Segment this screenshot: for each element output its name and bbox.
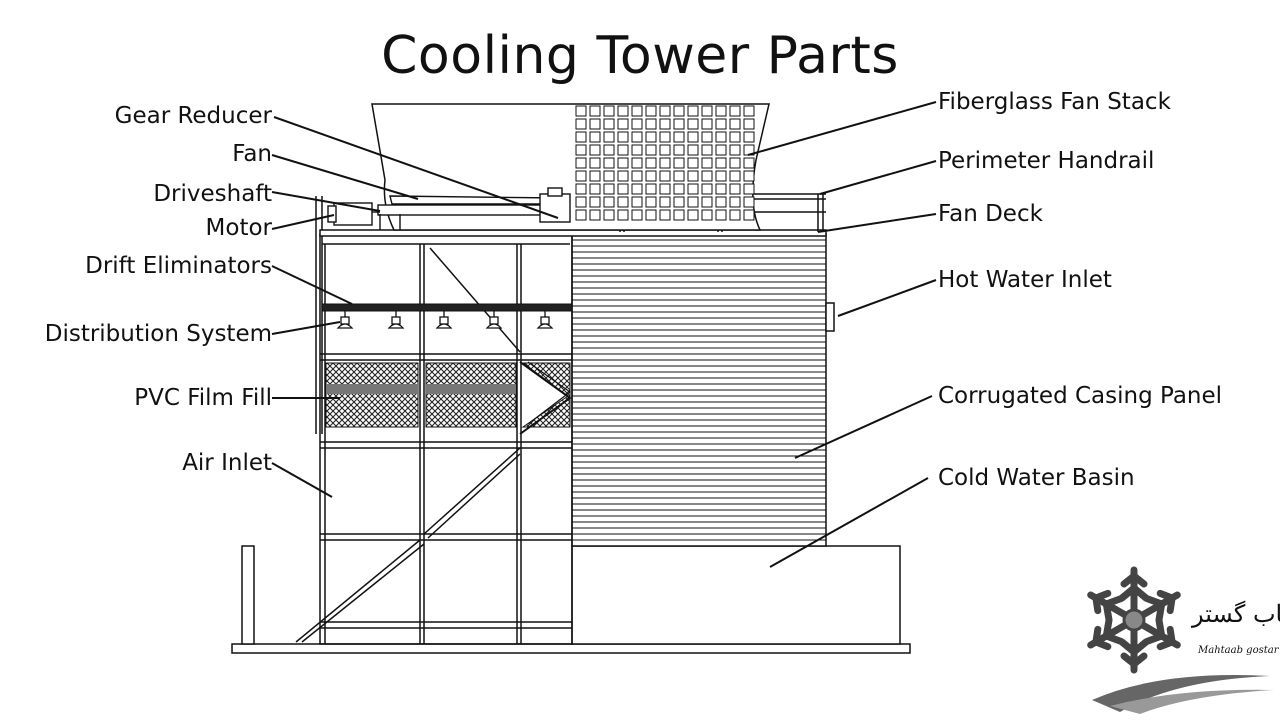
label-driveshaft: Driveshaft xyxy=(153,181,272,207)
logo-wave-2 xyxy=(1110,689,1274,714)
label-distribution-system: Distribution System xyxy=(44,321,272,347)
leader-corrugated-casing-panel xyxy=(794,395,933,459)
leader-cold-water-basin xyxy=(769,477,929,568)
snowflake-icon xyxy=(1087,566,1181,674)
leader-perimeter-handrail xyxy=(819,160,937,195)
cold-water-basin-shape xyxy=(571,545,901,645)
label-drift-eliminators: Drift Eliminators xyxy=(85,253,272,279)
label-fan-deck: Fan Deck xyxy=(938,201,1043,227)
label-pvc-film-fill: PVC Film Fill xyxy=(134,385,272,411)
base-plate xyxy=(231,643,911,654)
leader-distribution-system xyxy=(271,321,341,335)
label-motor: Motor xyxy=(205,215,272,241)
label-fiberglass-fan-stack: Fiberglass Fan Stack xyxy=(938,89,1171,115)
label-gear-reducer: Gear Reducer xyxy=(114,103,272,129)
leader-gear-reducer xyxy=(273,116,559,219)
leader-lines xyxy=(271,101,937,568)
leader-fan xyxy=(271,154,419,200)
corrugated-casing-panel-shape xyxy=(571,233,827,547)
leader-drift-eliminators xyxy=(271,265,353,305)
leader-hot-water-inlet xyxy=(837,279,937,317)
leader-driveshaft xyxy=(271,191,381,212)
label-cold-water-basin: Cold Water Basin xyxy=(938,465,1135,491)
drift-eliminators-shape xyxy=(321,303,573,312)
leader-fan-deck xyxy=(817,213,937,233)
pvc-film-fill-shape xyxy=(325,361,572,435)
hot-water-inlet-shape xyxy=(825,302,835,332)
leader-fiberglass-fan-stack xyxy=(747,101,937,156)
left-basin-wall xyxy=(241,545,255,645)
label-perimeter-handrail: Perimeter Handrail xyxy=(938,148,1155,174)
logo-name-en: Mahtaab gostar xyxy=(1198,645,1279,656)
leader-air-inlet xyxy=(271,462,333,498)
logo-name-fa: مهتاب گستر xyxy=(1192,600,1280,628)
label-corrugated-casing-panel: Corrugated Casing Panel xyxy=(938,383,1223,409)
label-air-inlet: Air Inlet xyxy=(182,450,272,476)
fan-and-drive-shape xyxy=(377,187,571,230)
distribution-system-shape xyxy=(336,311,554,329)
leader-motor xyxy=(271,214,335,230)
diagram-title: Cooling Tower Parts xyxy=(381,26,899,86)
label-hot-water-inlet: Hot Water Inlet xyxy=(938,267,1112,293)
label-fan: Fan xyxy=(232,141,272,167)
fiberglass-fan-stack-shape xyxy=(371,103,770,231)
fan-deck-shape xyxy=(319,229,827,237)
